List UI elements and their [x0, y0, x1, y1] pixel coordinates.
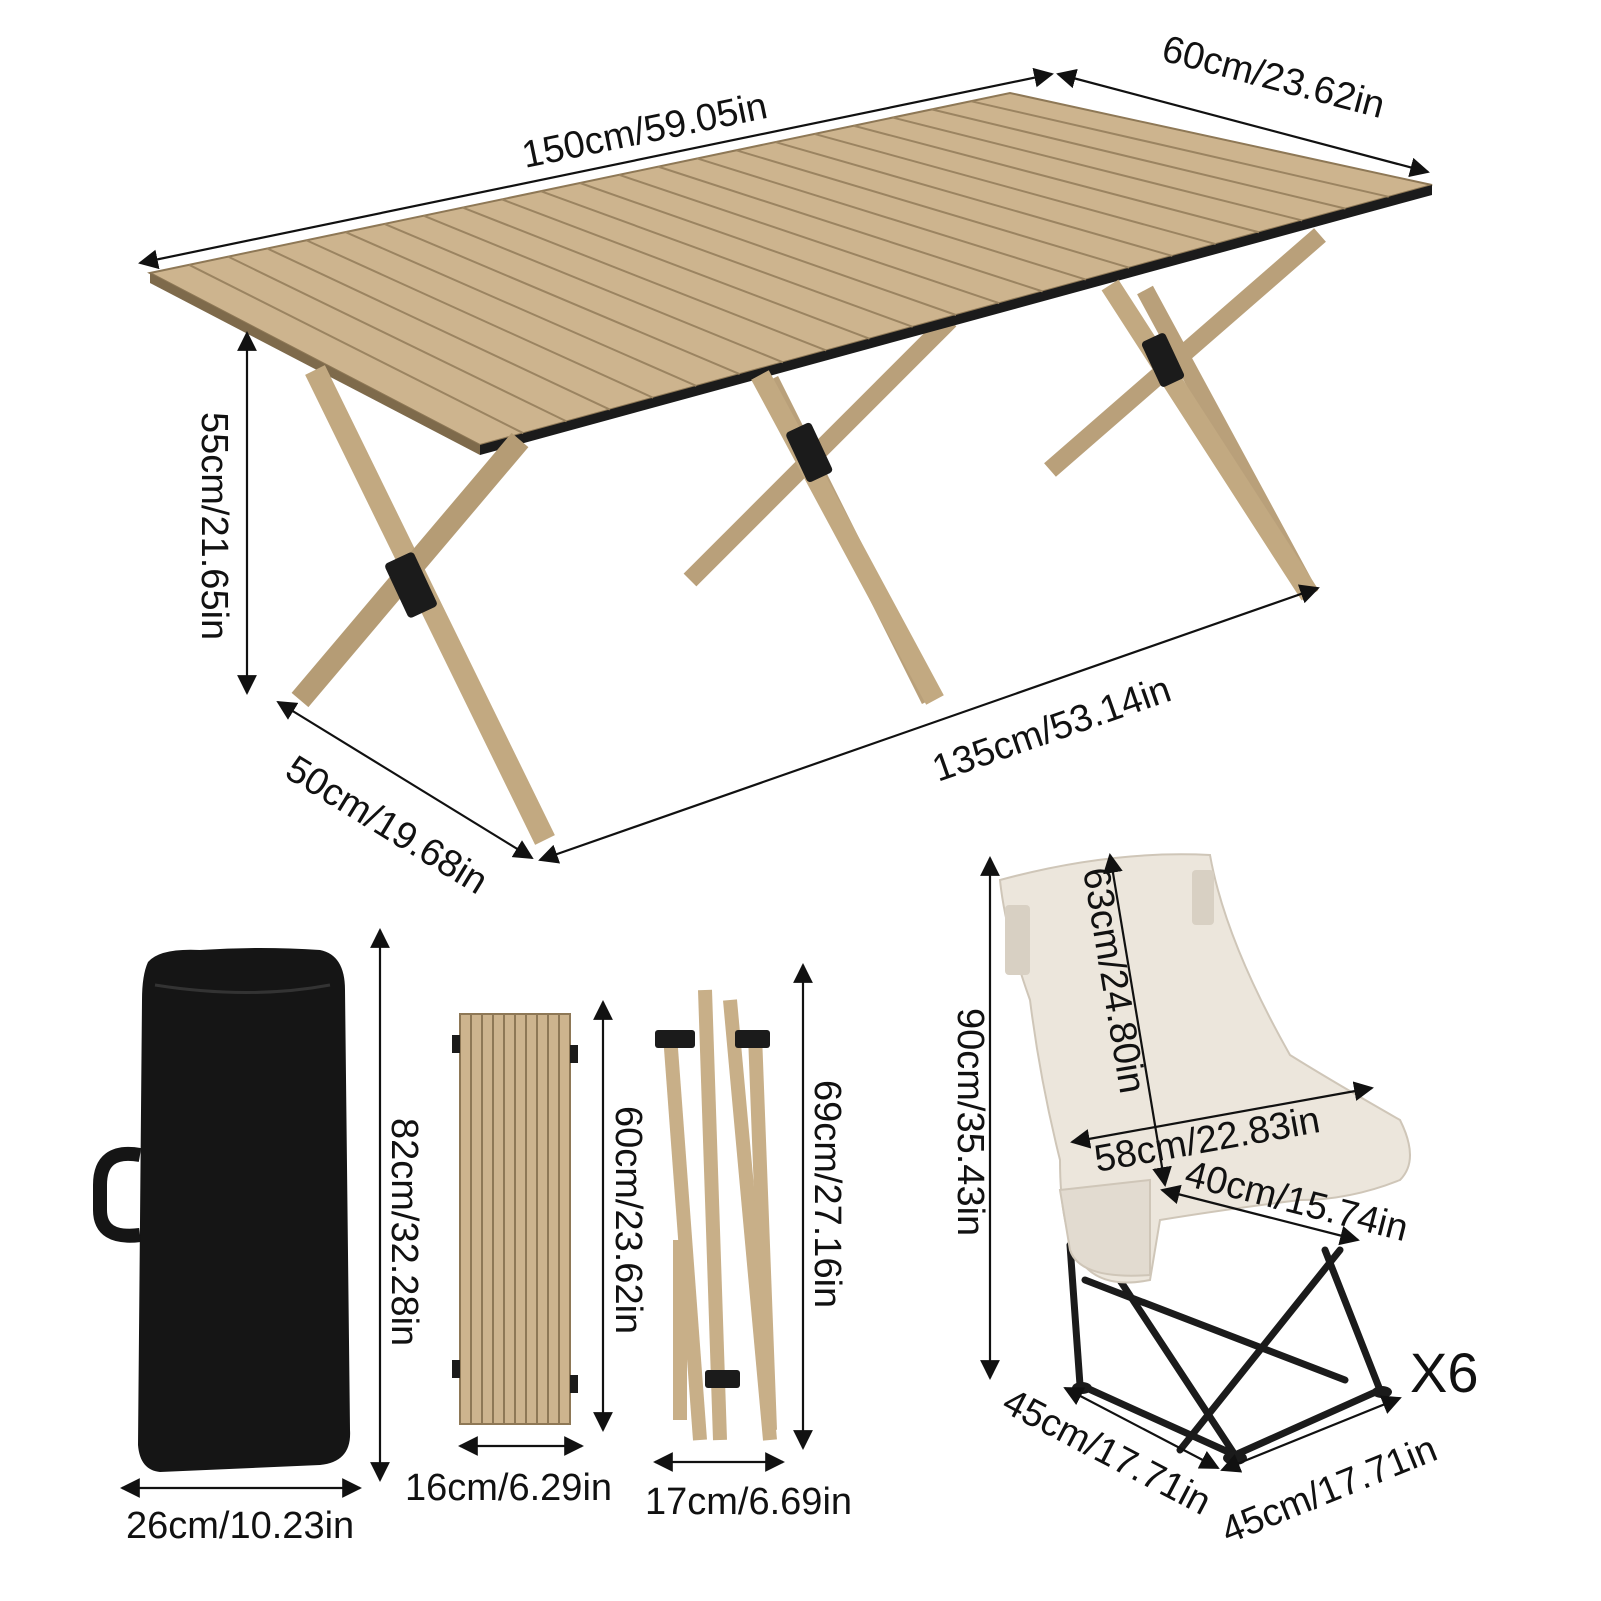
- storage-bag: [93, 948, 351, 1472]
- label-frame-width: 17cm/6.69in: [645, 1481, 852, 1523]
- label-chair-height: 90cm/35.43in: [949, 1008, 991, 1236]
- label-chair-base-left: 45cm/17.71in: [996, 1381, 1218, 1524]
- folded-frame-brackets: [655, 1030, 770, 1388]
- folding-table: [147, 91, 1433, 845]
- label-leg-span-width: 50cm/19.68in: [278, 748, 494, 903]
- arrow-chair-seat-width: [1070, 1081, 1374, 1149]
- label-leg-span-length: 135cm/53.14in: [927, 668, 1176, 790]
- arrow-leg-span-length: [538, 584, 1320, 864]
- arrow-chair-base-right: [1220, 1395, 1402, 1473]
- arrow-chair-base-left: [1063, 1387, 1220, 1469]
- arrow-table-width: [1056, 68, 1430, 178]
- label-rolled-height: 60cm/23.62in: [607, 1106, 649, 1334]
- tabletop-slat-line: [188, 263, 524, 435]
- dimension-lines: [120, 67, 1430, 1498]
- tabletop-slat-line: [227, 255, 567, 423]
- label-table-width: 60cm/23.62in: [1158, 28, 1389, 127]
- table-hinges: [385, 333, 1185, 618]
- rolled-tabletop: [452, 1013, 578, 1425]
- arrow-leg-span-width: [276, 700, 534, 860]
- label-bag-height: 82cm/32.28in: [383, 1118, 425, 1346]
- tabletop-slat-line: [266, 247, 611, 411]
- arrow-table-length: [138, 67, 1054, 270]
- arrow-chair-seat-depth: [1160, 1184, 1360, 1246]
- label-bag-width: 26cm/10.23in: [126, 1505, 354, 1547]
- label-frame-height: 69cm/27.16in: [806, 1080, 848, 1308]
- rolled-tabletop-slats: [470, 1014, 560, 1424]
- label-chair-quantity: X6: [1410, 1341, 1479, 1404]
- label-table-height: 55cm/21.65in: [193, 412, 235, 640]
- label-rolled-width: 16cm/6.29in: [405, 1467, 612, 1509]
- folded-frame: [655, 989, 777, 1441]
- tabletop: [147, 91, 1433, 455]
